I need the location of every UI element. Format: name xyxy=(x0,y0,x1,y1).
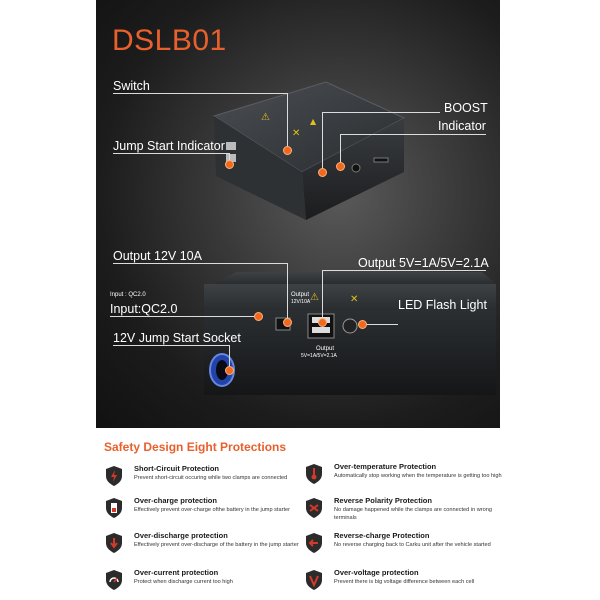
protection-title: Short-Circuit Protection xyxy=(134,464,220,473)
protection-desc: No reverse charging back to Carku unit a… xyxy=(334,542,491,548)
svg-text:⚠: ⚠ xyxy=(310,292,319,303)
protection-desc: Automatically stop working when the temp… xyxy=(334,473,502,479)
callout-line xyxy=(322,112,323,170)
jump-starter-front-view-image: ⚠ ✕ xyxy=(204,272,496,395)
callout-output-5v: Output 5V=1A/5V=2.1A xyxy=(358,256,489,270)
callout-line xyxy=(229,345,230,367)
protection-desc: Protect when discharge current too high xyxy=(134,579,233,585)
callout-line xyxy=(113,263,287,264)
input-port-label: Input : QC2.0 xyxy=(110,292,146,298)
protection-desc: Effectively prevent over-discharge of th… xyxy=(134,542,299,548)
callout-dot xyxy=(318,168,327,177)
callout-line xyxy=(360,324,398,325)
protection-title: Over-current protection xyxy=(134,568,219,577)
callout-indicator: Indicator xyxy=(438,119,486,133)
shield-gauge-icon xyxy=(106,570,122,590)
svg-text:⚠: ⚠ xyxy=(261,112,270,123)
callout-dot xyxy=(254,312,263,321)
callout-line xyxy=(110,316,258,317)
safety-protections-panel: Safety Design Eight Protections Short-Ci… xyxy=(96,428,502,600)
callout-input-qc: Input:QC2.0 xyxy=(110,302,178,316)
callout-dot xyxy=(358,320,367,329)
protection-title: Reverse Polarity Protection xyxy=(334,496,432,505)
protection-desc: Prevent there is big voltage difference … xyxy=(334,579,475,585)
callout-line xyxy=(340,134,486,135)
callout-line xyxy=(322,270,486,271)
callout-jump-socket: 12V Jump Start Socket xyxy=(113,331,241,345)
callout-dot xyxy=(336,162,345,171)
callout-line xyxy=(322,112,440,113)
callout-line xyxy=(229,153,230,161)
callout-led-flash: LED Flash Light xyxy=(398,298,487,312)
jump-starter-top-view-image: ⚠ ✕ ▲ xyxy=(212,81,406,220)
callout-line xyxy=(287,263,288,319)
svg-text:▲: ▲ xyxy=(310,117,317,126)
callout-boost: BOOST xyxy=(444,101,488,115)
shield-polarity-icon xyxy=(306,498,322,518)
usb-output-label: Output xyxy=(316,346,335,352)
callout-line xyxy=(113,153,229,154)
safety-section-title: Safety Design Eight Protections xyxy=(104,440,287,454)
callout-line xyxy=(322,270,323,320)
callout-dot xyxy=(283,318,292,327)
callout-dot xyxy=(225,160,234,169)
svg-text:✕: ✕ xyxy=(292,128,300,139)
protection-desc: No damage happened while the clamps are … xyxy=(334,507,492,521)
shield-reverse-icon xyxy=(306,533,322,553)
protection-desc: Effectively prevent over-charge ofthe ba… xyxy=(134,507,290,513)
callout-dot xyxy=(225,366,234,375)
shield-thermometer-icon xyxy=(306,464,322,484)
callout-line xyxy=(113,345,229,346)
callout-line xyxy=(287,93,288,147)
svg-text:✕: ✕ xyxy=(350,294,358,305)
callout-output-12v: Output 12V 10A xyxy=(113,249,202,263)
callout-jump-start-indicator: Jump Start Indicator xyxy=(113,139,225,153)
callout-line xyxy=(113,93,287,94)
shield-battery-down-icon xyxy=(106,533,122,553)
usb-output-sub-label: 5V=1A/5V=2.1A xyxy=(301,353,337,359)
protection-desc: Prevent short-circuit occuring while two… xyxy=(134,475,288,481)
callout-dot xyxy=(283,146,292,155)
product-title: DSLB01 xyxy=(112,24,227,57)
output-port-sub-label: 12V/10A xyxy=(291,299,311,305)
protection-title: Over-discharge protection xyxy=(134,531,228,540)
protection-title: Over-voltage protection xyxy=(334,568,419,577)
output-port-label: Output xyxy=(291,292,310,298)
protection-title: Over-charge protection xyxy=(134,496,217,505)
callout-dot xyxy=(318,318,327,327)
protection-title: Over-temperature Protection xyxy=(334,462,437,471)
callout-line xyxy=(340,134,341,164)
protection-title: Reverse-charge Protection xyxy=(334,531,430,540)
callout-switch: Switch xyxy=(113,79,150,93)
shield-lightning-icon xyxy=(106,466,122,486)
shield-voltage-icon xyxy=(306,570,322,590)
product-hero-panel: DSLB01 ⚠ ✕ ▲ xyxy=(96,0,500,428)
shield-battery-icon xyxy=(106,498,122,518)
